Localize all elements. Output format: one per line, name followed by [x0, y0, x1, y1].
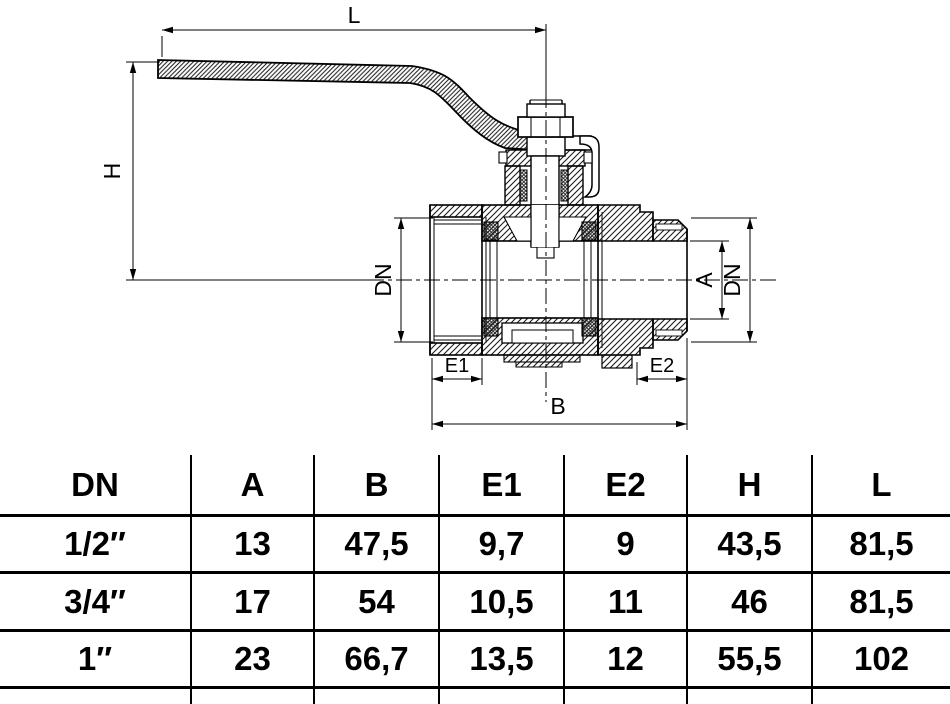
- column-header-b: B: [315, 455, 440, 517]
- table-grid-tail: [688, 689, 813, 704]
- dim-label-B: B: [550, 393, 565, 419]
- dimension-E2: E2: [636, 338, 688, 430]
- table-cell: 17: [192, 574, 315, 632]
- table-grid-tail: [192, 689, 315, 704]
- table-cell: 9,7: [440, 517, 565, 574]
- dim-label-E2: E2: [650, 355, 674, 377]
- table-cell: 55,5: [688, 632, 813, 689]
- centerlines: [368, 24, 780, 402]
- table-cell: 23: [192, 632, 315, 689]
- table-cell: 10,5: [440, 574, 565, 632]
- dim-label-E1: E1: [445, 355, 469, 377]
- male-port: [597, 204, 688, 369]
- dimension-B: B: [432, 393, 687, 428]
- packing-seal: [519, 169, 528, 202]
- table-cell: 11: [565, 574, 688, 632]
- column-header-l: L: [813, 455, 950, 517]
- column-header-a: A: [192, 455, 315, 517]
- table-grid-tail: [0, 689, 192, 704]
- table-cell: 43,5: [688, 517, 813, 574]
- dim-label-DN-right: DN: [719, 263, 745, 296]
- column-header-dn: DN: [0, 455, 192, 517]
- table-cell: 46: [688, 574, 813, 632]
- column-header-e2: E2: [565, 455, 688, 517]
- dimension-E1: E1: [431, 355, 483, 430]
- table-cell: 12: [565, 632, 688, 689]
- dimension-H: H: [99, 61, 368, 281]
- table-cell: 13: [192, 517, 315, 574]
- table-cell: 81,5: [813, 517, 950, 574]
- column-header-e1: E1: [440, 455, 565, 517]
- table-grid-tail: [813, 689, 950, 704]
- dimension-DN-right: DN: [691, 217, 757, 343]
- dim-label-DN-left: DN: [370, 263, 396, 296]
- dimension-DN-left: DN: [370, 217, 433, 343]
- table-grid-tail: [565, 689, 688, 704]
- table-cell: 66,7: [315, 632, 440, 689]
- table-cell: 47,5: [315, 517, 440, 574]
- table-cell: 1/2″: [0, 517, 192, 574]
- dimension-L: L: [161, 2, 546, 57]
- dim-label-H: H: [99, 163, 125, 180]
- valve-body: [429, 204, 688, 369]
- table-cell: 9: [565, 517, 688, 574]
- packing-seal: [560, 169, 569, 202]
- dimension-A: A: [690, 240, 729, 320]
- handle-stop-tab: [579, 135, 600, 198]
- table-grid-tail: [315, 689, 440, 704]
- table-cell: 81,5: [813, 574, 950, 632]
- column-header-h: H: [688, 455, 813, 517]
- table-grid-tail: [440, 689, 565, 704]
- table-cell: 3/4″: [0, 574, 192, 632]
- ball-seats: [483, 221, 597, 337]
- table-cell: 1″: [0, 632, 192, 689]
- dimensions: L H DN A: [99, 2, 757, 430]
- table-cell: 54: [315, 574, 440, 632]
- dim-label-L: L: [348, 2, 361, 28]
- valve-technical-drawing: L H DN A: [99, 2, 780, 430]
- dim-label-A: A: [691, 272, 717, 288]
- table-cell: 102: [813, 632, 950, 689]
- table-cell: 13,5: [440, 632, 565, 689]
